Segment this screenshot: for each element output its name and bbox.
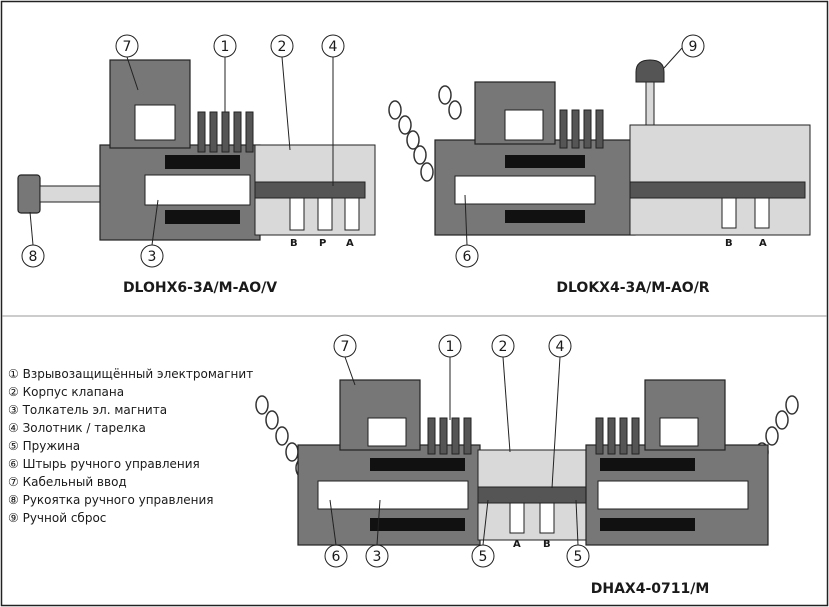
cable-terminal [134,104,176,141]
callout-number: 3 [148,249,157,265]
cooling-fins-right [595,417,640,455]
port-label-b: B [290,238,298,249]
cable-terminal [504,109,544,141]
plunger-right [597,480,749,510]
callout-number: 5 [479,549,488,565]
handle-shaft [39,185,101,203]
coil-top [165,155,240,169]
callout-number: 4 [329,39,338,55]
plunger [454,175,596,205]
callout-number: 7 [123,39,132,55]
coil-bottom [165,210,240,224]
callout-number: 4 [556,339,565,355]
callouts-dhax4 [324,334,590,568]
legend-item-2: ② Корпус клапана [8,385,124,399]
coil-top [505,155,585,168]
legend-item-3: ③ Толкатель эл. магнита [8,403,167,417]
port-label-a: A [346,238,354,249]
safety-chain [388,85,462,182]
cooling-fins [197,111,254,153]
callout-number: 2 [499,339,508,355]
plunger [144,174,251,206]
callout-number: 6 [332,549,341,565]
port-label-p: P [319,238,326,249]
manual-reset-knob [635,59,665,83]
callouts-dlokx4 [455,34,705,268]
caption-dlokx4: DLOKX4-3A/M-AO/R [556,280,709,296]
legend-item-7: ⑦ Кабельный ввод [8,475,127,489]
valve-drawing-dhax4 [255,379,799,546]
callout-number: 5 [574,549,583,565]
cooling-fins-left [427,417,472,455]
callout-number: 8 [29,249,38,265]
legend-item-5: ⑤ Пружина [8,439,80,453]
coil-bottom [505,210,585,223]
spool [254,181,366,199]
valve-drawing-dlohx6 [17,59,376,241]
valve-body [629,124,811,236]
port-label-a: A [513,539,521,550]
callouts-dlohx6 [21,34,345,268]
caption-dhax4: DHAX4-0711/M [591,581,710,597]
cooling-fins [559,109,604,149]
port-label-a: A [759,238,767,249]
valve-drawing-dlokx4 [388,59,811,236]
callout-number: 2 [278,39,287,55]
manual-handle [17,174,41,214]
callout-number: 7 [341,339,350,355]
callout-number: 6 [463,249,472,265]
legend-item-1: ① Взрывозащищённый электромагнит [8,367,253,381]
port-label-b: B [725,238,733,249]
callout-circle [681,34,705,58]
legend-item-6: ⑥ Штырь ручного управления [8,457,200,471]
caption-dlohx6: DLOHX6-3A/M-AO/V [123,280,277,296]
callout-number: 3 [373,549,382,565]
spool [477,486,589,504]
legend-item-9: ⑨ Ручной сброс [8,511,106,525]
legend-item-8: ⑧ Рукоятка ручного управления [8,493,214,507]
legend-item-4: ④ Золотник / тарелка [8,421,146,435]
legend: ① Взрывозащищённый электромагнит ② Корпу… [8,367,253,525]
spool [629,181,806,199]
callout-number: 9 [689,39,698,55]
plunger-left [317,480,469,510]
port-label-b: B [543,539,551,550]
callout-number: 1 [446,339,455,355]
reset-stem [645,81,655,128]
callout-number: 1 [221,39,230,55]
